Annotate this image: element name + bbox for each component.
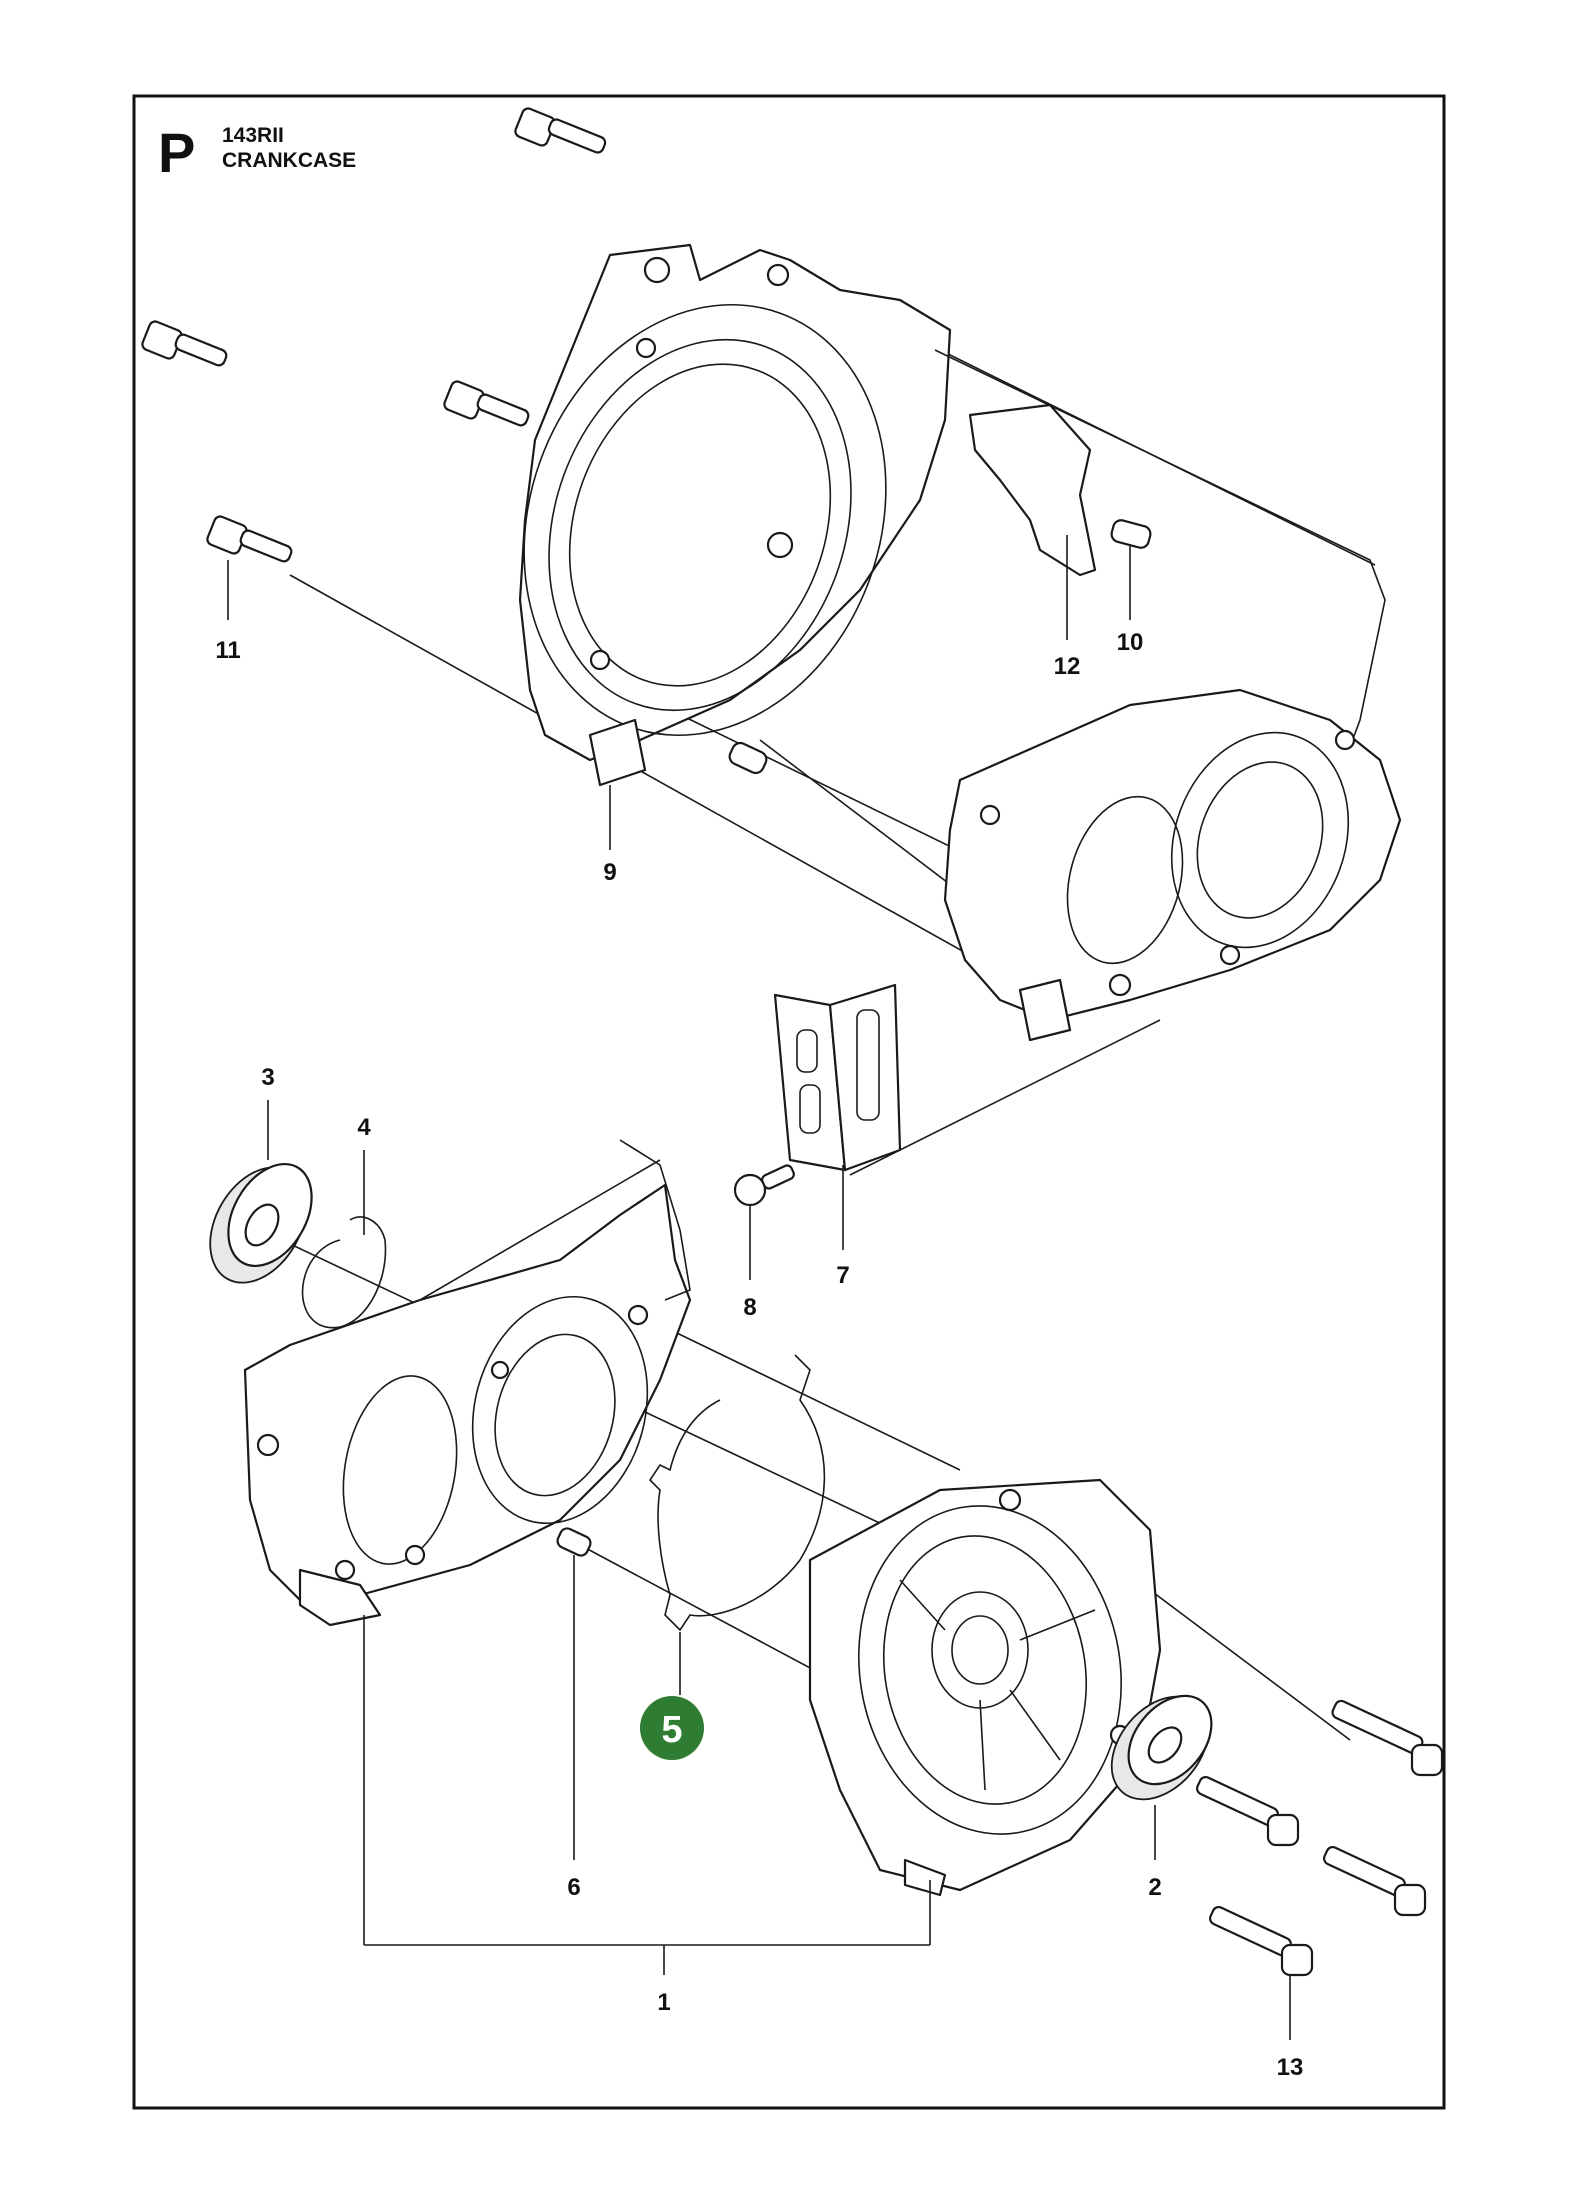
callout-9: 9	[603, 859, 616, 886]
page-frame	[132, 94, 1446, 2110]
callout-labels: 11 12 10 9 3 4 8 7 5 6 2 1 13	[215, 629, 1303, 2081]
callout-6: 6	[567, 1874, 580, 1901]
callout-2: 2	[1148, 1874, 1161, 1901]
callout-4: 4	[357, 1114, 371, 1141]
callout-1: 1	[657, 1989, 670, 2016]
screw-upper-3	[443, 380, 530, 427]
upper-crankcase-half	[518, 243, 1402, 1042]
screw-lower-3	[1323, 1845, 1427, 1917]
part-13-screw	[1209, 1905, 1314, 1977]
callout-8: 8	[743, 1294, 756, 1321]
part-12-guard-plate	[968, 403, 1097, 577]
section-title: CRANKCASE	[222, 149, 356, 172]
part-11-screw	[206, 515, 293, 563]
part-10-pin	[1110, 519, 1152, 549]
screw-upper-2	[141, 320, 228, 367]
part-9-pin	[728, 741, 768, 775]
lower-crankcase-half	[243, 1139, 1162, 1897]
leader-lines	[227, 535, 1291, 2040]
part-7-plate	[773, 983, 902, 1172]
callout-5-highlight	[640, 1696, 704, 1760]
screw-upper-1	[514, 107, 607, 154]
screw-lower-2	[1196, 1775, 1300, 1847]
page-letter: P	[158, 121, 195, 184]
model-name: 143RII	[222, 124, 284, 147]
callout-5: 5	[661, 1709, 682, 1751]
part-8-screw	[733, 1164, 795, 1207]
part-2-seal	[1110, 1694, 1213, 1801]
screw-lower-1	[1331, 1699, 1444, 1777]
part-6-pin	[556, 1527, 592, 1557]
callout-13: 13	[1277, 2054, 1304, 2081]
callout-7: 7	[836, 1262, 849, 1289]
callout-11: 11	[215, 637, 240, 664]
part-3-seal	[209, 1162, 313, 1284]
part-5-gasket	[648, 1354, 826, 1632]
part-4-circlip	[301, 1216, 387, 1329]
callout-3: 3	[261, 1064, 274, 1091]
callout-10: 10	[1117, 629, 1144, 656]
callout-12: 12	[1054, 653, 1081, 680]
